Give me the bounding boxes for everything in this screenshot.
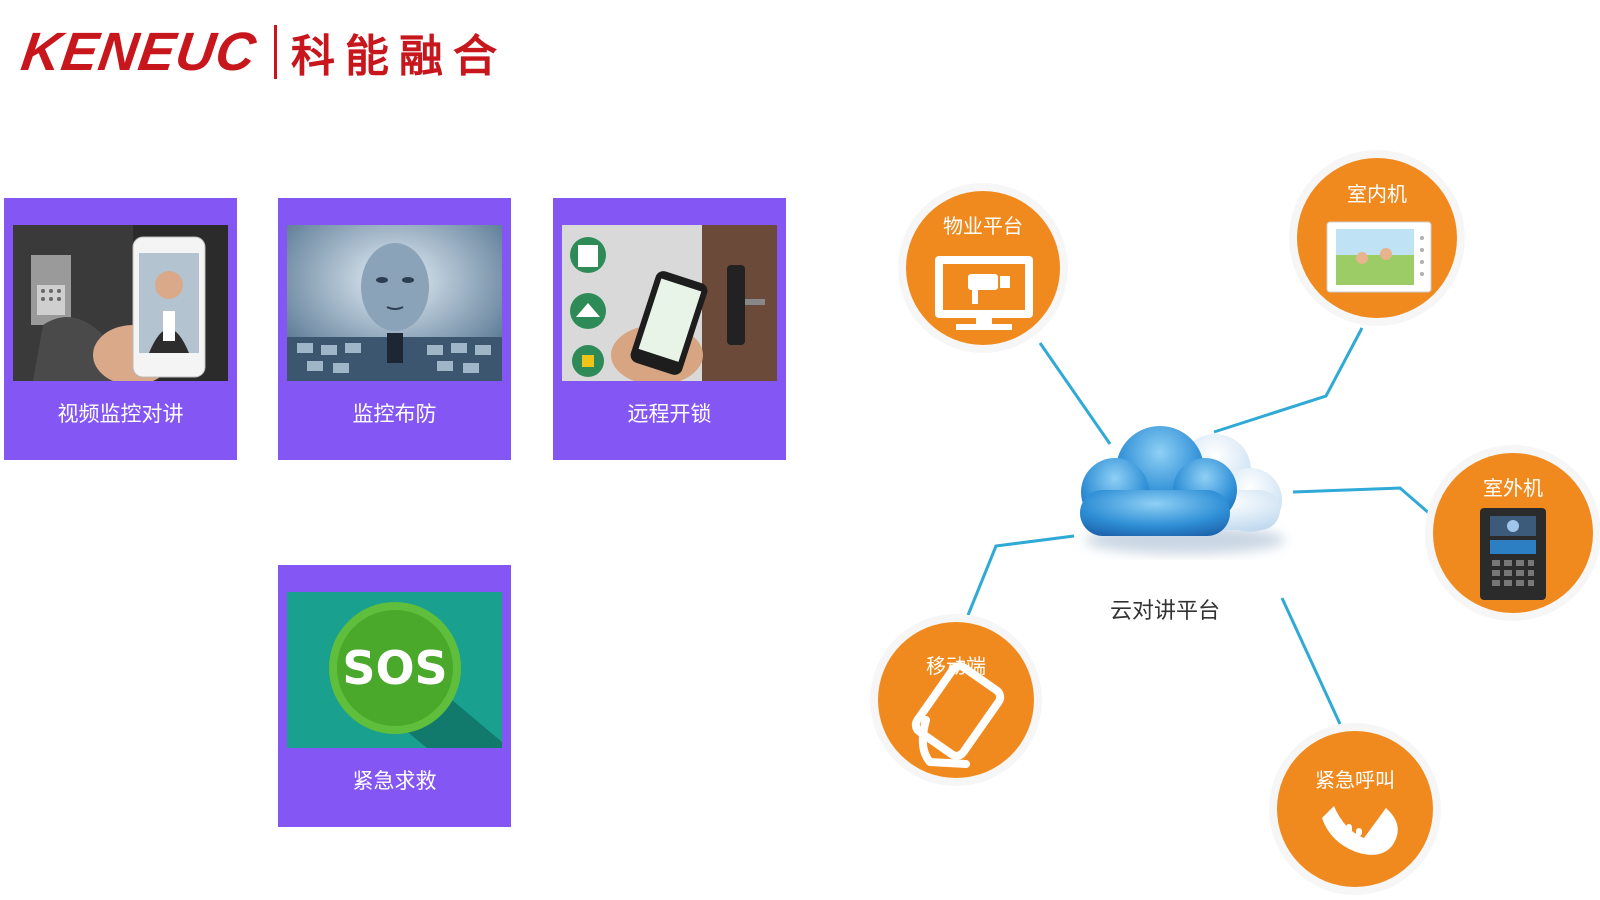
node-label-indoor: 室内机	[1347, 182, 1407, 206]
feature-label: 监控布防	[352, 402, 437, 426]
feature-label: 紧急求救	[352, 769, 437, 793]
brand-logo: KENEUC 科能融合	[18, 22, 508, 82]
video-intercom-image	[13, 225, 228, 381]
node-label-mobile: 移动端	[926, 654, 986, 678]
node-mobile	[870, 614, 1042, 786]
sos-image: SOS	[287, 592, 502, 748]
feature-label: 视频监控对讲	[57, 402, 184, 426]
node-indoor	[1289, 150, 1465, 326]
feature-card-sos[interactable]: SOS 紧急求救	[278, 565, 511, 827]
logo-english: KENEUC	[17, 22, 261, 82]
node-emergency	[1269, 723, 1441, 895]
node-label-property: 物业平台	[943, 214, 1023, 238]
phone-call-icon	[1322, 806, 1398, 855]
link-outdoor	[1292, 486, 1431, 516]
node-label-emergency: 紧急呼叫	[1315, 768, 1395, 792]
sos-badge: SOS	[342, 641, 447, 695]
link-mobile	[960, 534, 1075, 631]
feature-card-remote-unlock[interactable]: 远程开锁	[553, 198, 786, 460]
logo-divider	[274, 25, 278, 79]
link-property	[1038, 342, 1112, 445]
feature-card-alarm[interactable]: 监控布防	[278, 198, 511, 460]
node-property	[898, 183, 1068, 353]
node-label-outdoor: 室外机	[1483, 476, 1543, 500]
door-station-icon	[1480, 508, 1546, 600]
remote-unlock-image	[562, 225, 777, 381]
indoor-monitor-icon	[1326, 221, 1432, 293]
center-label: 云对讲平台	[1110, 599, 1221, 624]
logo-chinese: 科能融合	[291, 31, 508, 82]
alarm-image	[287, 225, 502, 381]
cloud-icon	[1080, 426, 1285, 554]
feature-card-video-intercom[interactable]: 视频监控对讲	[4, 198, 237, 460]
feature-label: 远程开锁	[627, 402, 712, 426]
monitor-camera-icon	[935, 256, 1033, 330]
link-emergency	[1280, 597, 1342, 725]
link-indoor	[1213, 327, 1364, 434]
